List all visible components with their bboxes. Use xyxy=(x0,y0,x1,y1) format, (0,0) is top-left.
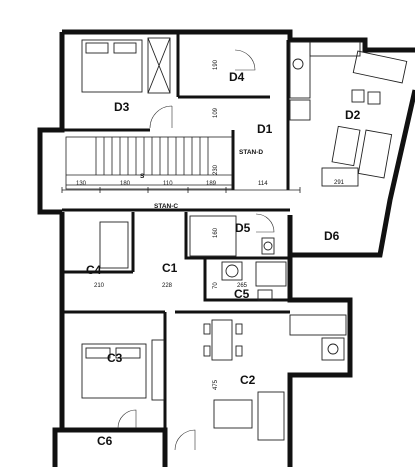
room-label-d2: D2 xyxy=(345,108,361,122)
outer-wall-right-diagonal xyxy=(287,89,415,258)
stairs-mark: S xyxy=(140,173,145,180)
outer-wall-left xyxy=(52,212,65,467)
door-swing-c2 xyxy=(174,429,196,451)
room-label-d3: D3 xyxy=(114,100,130,114)
wardrobe-d3 xyxy=(147,37,171,94)
wardrobe-c4 xyxy=(99,221,129,269)
room-label-d4: D4 xyxy=(229,70,245,84)
unit-label-stan-c: STAN-C xyxy=(154,203,178,210)
staircase xyxy=(65,136,233,190)
dimension-70: 70 xyxy=(213,282,219,289)
room-label-d6: D6 xyxy=(324,229,340,243)
dimension-265: 265 xyxy=(237,283,248,289)
unit-label-stan-d: STAN-D xyxy=(239,149,263,156)
dimension-210: 210 xyxy=(94,283,105,289)
wall-d5-box xyxy=(184,212,290,260)
room-label-c1: C1 xyxy=(162,261,178,275)
dimension-228: 228 xyxy=(162,283,173,289)
dimension-291: 291 xyxy=(334,180,345,186)
door-swing-d4 xyxy=(234,49,256,71)
dimension-475: 475 xyxy=(213,379,219,390)
dimension-160: 160 xyxy=(213,227,219,238)
wardrobe-d3-cross xyxy=(147,37,171,94)
wardrobe-c3 xyxy=(151,339,165,401)
dimension-130: 130 xyxy=(76,181,87,187)
dining-table-c2 xyxy=(203,319,243,361)
door-swing-c3 xyxy=(117,409,137,429)
bed-d3 xyxy=(81,39,143,93)
dimension-109: 109 xyxy=(213,107,219,118)
dimension-110: 110 xyxy=(163,181,173,187)
outer-wall-upper xyxy=(37,29,415,215)
sofa-c2 xyxy=(213,391,285,441)
dimension-180: 180 xyxy=(120,181,131,187)
dimension-190: 190 xyxy=(213,59,219,70)
outer-wall-lower-right xyxy=(287,255,353,467)
bathroom-d5 xyxy=(189,215,275,257)
bathroom-c5 xyxy=(221,261,287,301)
room-label-c5: C5 xyxy=(234,287,250,301)
room-label-d5: D5 xyxy=(235,221,251,235)
room-label-d1: D1 xyxy=(257,122,273,136)
kitchen-counter-c2 xyxy=(289,314,347,361)
bed-c3 xyxy=(81,343,147,399)
sofa-d2 xyxy=(321,125,393,187)
door-swing-d3 xyxy=(149,105,173,129)
room-label-c3: C3 xyxy=(107,351,123,365)
dimension-189: 189 xyxy=(206,181,217,187)
room-label-c4: C4 xyxy=(86,263,102,277)
kitchen-counter-d2 xyxy=(289,41,361,121)
room-label-c2: C2 xyxy=(240,373,256,387)
dimension-230: 230 xyxy=(213,164,219,175)
outer-wall-bottom xyxy=(62,427,168,467)
door-swing-d5 xyxy=(255,213,275,233)
dining-table-d2 xyxy=(351,50,408,105)
room-label-c6: C6 xyxy=(97,434,113,448)
dimension-114: 114 xyxy=(258,181,268,187)
dimension-ticks xyxy=(61,187,301,193)
